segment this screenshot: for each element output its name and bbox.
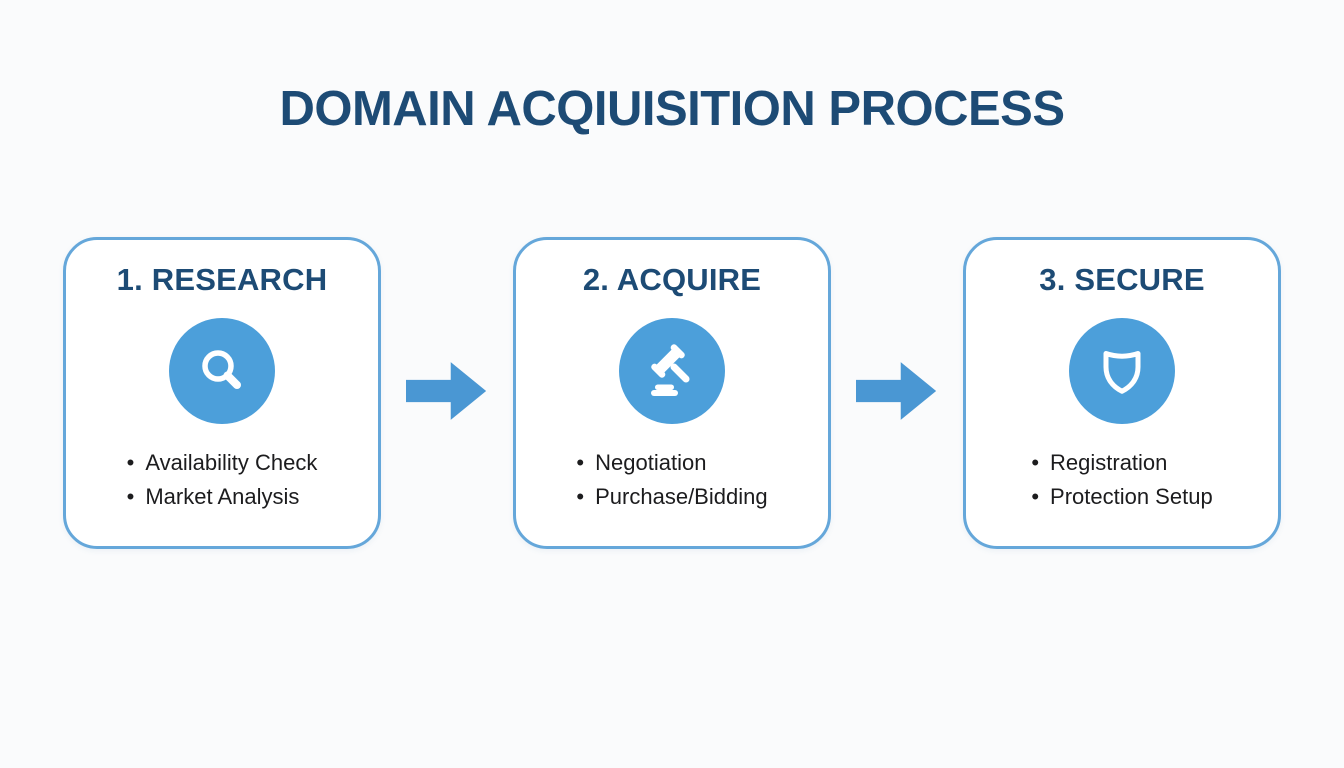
- bullet-item: Protection Setup: [1031, 480, 1213, 514]
- arrow-right-icon: [831, 362, 963, 424]
- shield-icon: [1069, 318, 1175, 425]
- step-card-acquire: 2. ACQUIRE Negotiation Purchase/Bidding: [513, 237, 831, 550]
- arrow-right-icon: [381, 362, 513, 424]
- bullet-item: Negotiation: [576, 446, 767, 480]
- bullet-item: Registration: [1031, 446, 1212, 480]
- gavel-icon: [619, 318, 725, 425]
- magnifier-icon: [169, 318, 275, 425]
- process-flow: 1. RESEARCH Availability Check Market An…: [0, 237, 1344, 550]
- step-card-secure: 3. SECURE Registration Protection Setup: [963, 237, 1281, 550]
- page-title: DOMAIN ACQIUISITION PROCESS: [279, 82, 1065, 136]
- step-bullets-secure: Registration Protection Setup: [1031, 446, 1213, 514]
- step-heading-acquire: 2. ACQUIRE: [582, 262, 762, 298]
- step-heading-research: 1. RESEARCH: [116, 262, 328, 298]
- bullet-item: Purchase/Bidding: [576, 480, 767, 514]
- step-heading-secure: 3. SECURE: [1039, 262, 1205, 298]
- bullet-item: Availability Check: [127, 446, 317, 480]
- step-bullets-acquire: Negotiation Purchase/Bidding: [576, 446, 767, 514]
- step-bullets-research: Availability Check Market Analysis: [127, 446, 318, 514]
- step-card-research: 1. RESEARCH Availability Check Market An…: [63, 237, 381, 550]
- bullet-item: Market Analysis: [127, 480, 318, 514]
